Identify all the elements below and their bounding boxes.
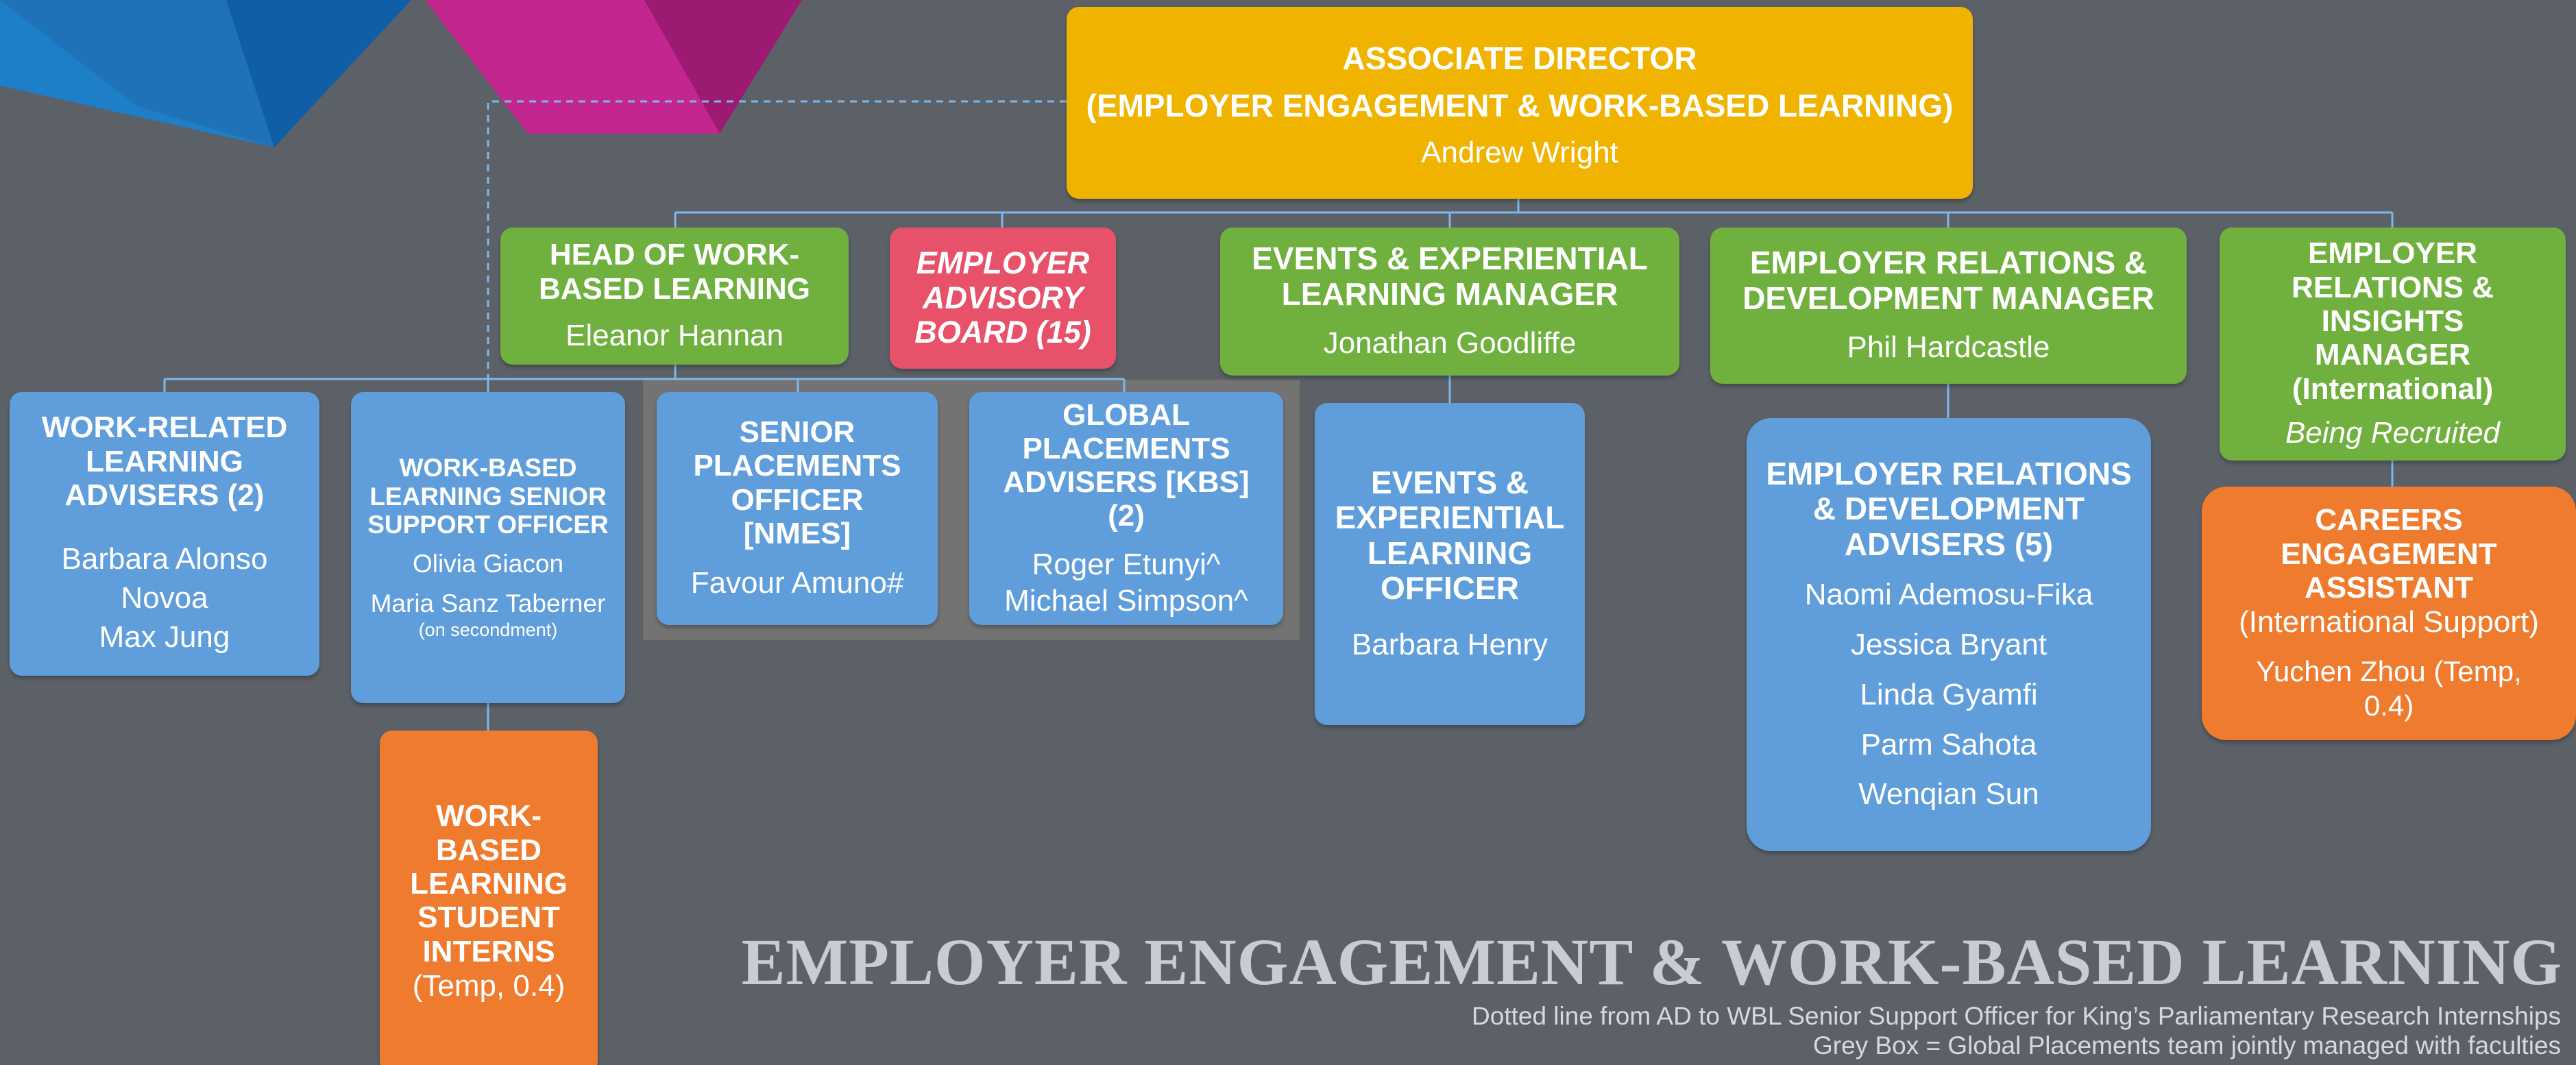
senior-placements-title: SENIOR PLACEMENTS OFFICER [NMES] — [693, 415, 901, 550]
student-interns-subtitle: (Temp, 0.4) — [412, 968, 566, 1003]
er-advisers-title: EMPLOYER RELATIONS & DEVELOPMENT ADVISER… — [1766, 455, 2132, 562]
events-manager-box: EVENTS & EXPERIENTIAL LEARNING MANAGER J… — [1220, 228, 1679, 376]
dotted-line-note: Dotted line from AD to WBL Senior Suppor… — [1472, 1002, 2561, 1030]
er-adviser-name: Jessica Bryant — [1850, 628, 2048, 662]
chart-title: EMPLOYER ENGAGEMENT & WORK-BASED LEARNIN… — [741, 925, 2562, 999]
insights-manager-box: EMPLOYER RELATIONS & INSIGHTS MANAGER (I… — [2220, 228, 2566, 461]
careers-assistant-name: Yuchen Zhou (Temp, 0.4) — [2256, 654, 2522, 722]
head-wbl-name: Eleanor Hannan — [565, 318, 783, 352]
associate-director-title: ASSOCIATE DIRECTOR (EMPLOYER ENGAGEMENT … — [1086, 40, 1954, 123]
work-related-advisers-names: Barbara Alonso Novoa Max Jung — [61, 542, 268, 654]
events-manager-title: EVENTS & EXPERIENTIAL LEARNING MANAGER — [1252, 241, 1648, 312]
global-placements-names: Roger Etunyi^ Michael Simpson^ — [1004, 547, 1248, 617]
wbl-senior-support-name-1: Olivia Giacon — [412, 549, 564, 578]
global-placements-title: GLOBAL PLACEMENTS ADVISERS [KBS] (2) — [1003, 397, 1250, 533]
er-manager-title: EMPLOYER RELATIONS & DEVELOPMENT MANAGER — [1742, 245, 2154, 316]
events-officer-box: EVENTS & EXPERIENTIAL LEARNING OFFICER B… — [1315, 403, 1585, 725]
associate-director-box: ASSOCIATE DIRECTOR (EMPLOYER ENGAGEMENT … — [1067, 7, 1973, 199]
events-officer-name: Barbara Henry — [1351, 627, 1548, 661]
wbl-senior-support-note: (on secondment) — [418, 620, 558, 641]
er-manager-name: Phil Hardcastle — [1847, 330, 2050, 365]
insights-manager-title: EMPLOYER RELATIONS & INSIGHTS MANAGER (I… — [2292, 236, 2494, 406]
er-adviser-name: Wenqian Sun — [1858, 777, 2039, 811]
er-adviser-name: Linda Gyamfi — [1860, 677, 2038, 711]
careers-assistant-subtitle: (International Support) — [2239, 605, 2539, 639]
er-advisers-box: EMPLOYER RELATIONS & DEVELOPMENT ADVISER… — [1747, 418, 2151, 851]
er-manager-box: EMPLOYER RELATIONS & DEVELOPMENT MANAGER… — [1710, 228, 2187, 384]
advisory-board-title: EMPLOYER ADVISORY BOARD (15) — [914, 245, 1091, 350]
work-related-advisers-title: WORK-RELATED LEARNING ADVISERS (2) — [41, 411, 288, 512]
er-adviser-name: Naomi Ademosu-Fika — [1804, 578, 2093, 612]
events-manager-name: Jonathan Goodliffe — [1323, 326, 1577, 360]
head-wbl-box: HEAD OF WORK- BASED LEARNING Eleanor Han… — [500, 228, 849, 365]
student-interns-title: WORK- BASED LEARNING STUDENT INTERNS — [410, 799, 568, 968]
er-adviser-name: Parm Sahota — [1860, 727, 2037, 761]
events-officer-title: EVENTS & EXPERIENTIAL LEARNING OFFICER — [1335, 464, 1565, 607]
wbl-senior-support-box: WORK-BASED LEARNING SENIOR SUPPORT OFFIC… — [351, 392, 625, 703]
senior-placements-name: Favour Amuno# — [690, 566, 904, 600]
decorative-corner-shapes — [0, 0, 802, 147]
grey-box-note: Grey Box = Global Placements team jointl… — [1813, 1031, 2561, 1060]
head-wbl-title: HEAD OF WORK- BASED LEARNING — [538, 238, 811, 306]
careers-assistant-title: CAREERS ENGAGEMENT ASSISTANT — [2281, 503, 2497, 604]
associate-director-name: Andrew Wright — [1421, 135, 1618, 169]
work-related-advisers-box: WORK-RELATED LEARNING ADVISERS (2) Barba… — [10, 392, 319, 676]
advisory-board-box: EMPLOYER ADVISORY BOARD (15) — [890, 228, 1116, 369]
wbl-senior-support-title: WORK-BASED LEARNING SENIOR SUPPORT OFFIC… — [367, 454, 609, 539]
insights-manager-name: Being Recruited — [2285, 415, 2501, 450]
senior-placements-box: SENIOR PLACEMENTS OFFICER [NMES] Favour … — [657, 392, 938, 625]
student-interns-box: WORK- BASED LEARNING STUDENT INTERNS (Te… — [380, 731, 598, 1065]
careers-assistant-box: CAREERS ENGAGEMENT ASSISTANT (Internatio… — [2202, 487, 2576, 740]
global-placements-box: GLOBAL PLACEMENTS ADVISERS [KBS] (2) Rog… — [969, 392, 1283, 625]
wbl-senior-support-name-2: Maria Sanz Taberner — [370, 589, 606, 617]
